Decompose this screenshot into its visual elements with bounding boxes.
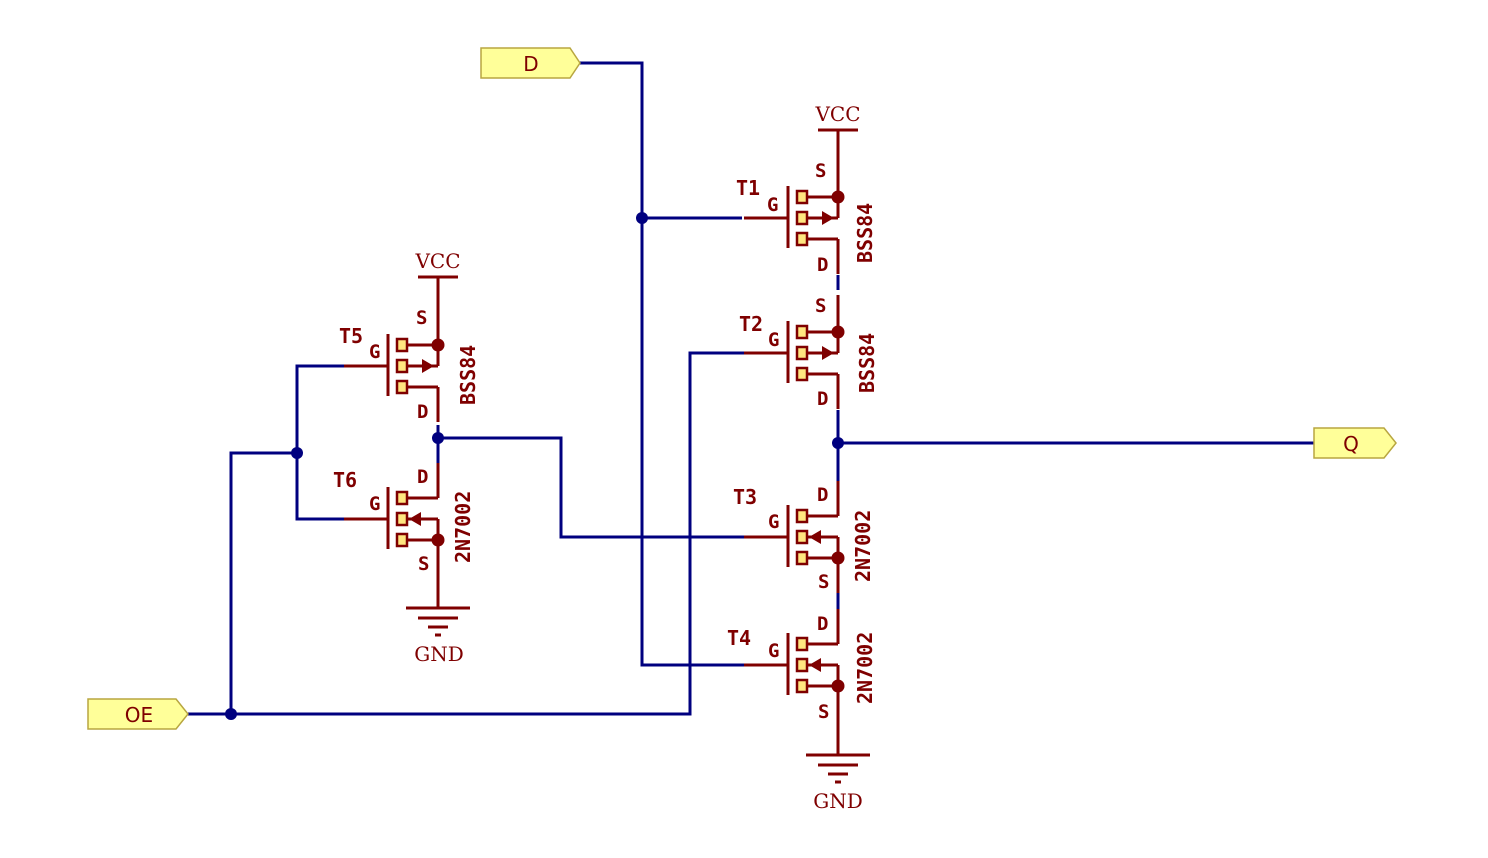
t3-value: 2N7002 (851, 510, 875, 582)
port-oe[interactable]: OE (87, 698, 189, 730)
t2-pin-g: G (768, 329, 779, 351)
t5-pin-s: S (416, 307, 427, 329)
t5-pin-d: D (417, 401, 428, 423)
t6-pin-d: D (417, 466, 428, 488)
t6-ref: T6 (333, 468, 357, 492)
t5-value: BSS84 (456, 345, 480, 405)
junction-inv-out (432, 432, 444, 444)
t4-value: 2N7002 (853, 632, 877, 704)
t2-ref: T2 (739, 312, 763, 336)
gnd-symbol-t6: GND (406, 572, 470, 666)
t4-pin-s: S (818, 701, 829, 723)
wire-oe-t6-gate (295, 453, 348, 521)
t1-pin-d: D (817, 254, 828, 276)
t2-pin-s: S (815, 295, 826, 317)
t4-ref: T4 (727, 626, 751, 650)
port-q[interactable]: Q (1313, 427, 1397, 459)
vcc-label: VCC (814, 102, 860, 126)
t5-ref: T5 (339, 324, 363, 348)
t1-pin-g: G (767, 194, 778, 216)
t6-pin-g: G (369, 493, 380, 515)
port-d-label: D (523, 52, 538, 76)
junctions (225, 212, 844, 720)
junction-oe (225, 708, 237, 720)
wire-d-to-t4-gate (640, 218, 745, 667)
junction-oe-gates (291, 447, 303, 459)
transistor-t5[interactable]: T5 G S D BSS84 (339, 306, 480, 424)
vcc-label: VCC (414, 249, 460, 273)
t4-pin-g: G (768, 640, 779, 662)
t3-pin-s: S (818, 571, 829, 593)
vcc-symbol-t1: VCC (814, 102, 861, 163)
t2-pin-d: D (817, 388, 828, 410)
junction-d (636, 212, 648, 224)
wires (188, 61, 1314, 716)
wire-oe-t5-gate (295, 364, 348, 453)
t6-value: 2N7002 (451, 491, 475, 563)
t1-pin-s: S (815, 160, 826, 182)
port-q-label: Q (1343, 432, 1359, 456)
wire-oe-to-inverter (229, 451, 297, 714)
t1-value: BSS84 (853, 203, 877, 263)
port-d[interactable]: D (480, 47, 581, 79)
junction-q (832, 437, 844, 449)
t3-pin-d: D (817, 484, 828, 506)
wire-oe-net (188, 351, 745, 716)
gnd-label: GND (813, 789, 863, 813)
gnd-label: GND (414, 642, 464, 666)
port-oe-label: OE (125, 703, 153, 727)
transistor-t2[interactable]: T2 G S D BSS84 (739, 293, 879, 411)
transistor-t1[interactable]: T1 G S D BSS84 (736, 158, 877, 276)
transistor-t6[interactable]: T6 G D S 2N7002 (333, 461, 475, 577)
t3-pin-g: G (768, 511, 779, 533)
t3-ref: T3 (733, 485, 757, 509)
t4-pin-d: D (817, 613, 828, 635)
t5-pin-g: G (369, 341, 380, 363)
wire-d-net (580, 61, 742, 220)
vcc-symbol-t5: VCC (414, 249, 461, 310)
gnd-symbol-t4: GND (806, 720, 870, 813)
transistor-t4[interactable]: T4 G D S 2N7002 (727, 607, 877, 723)
wire-inv-out (438, 436, 745, 539)
t6-pin-s: S (418, 553, 429, 575)
wire-q-net (836, 410, 1314, 445)
t2-value: BSS84 (855, 333, 879, 393)
t1-ref: T1 (736, 176, 760, 200)
transistor-t3[interactable]: T3 G D S 2N7002 (733, 479, 875, 595)
